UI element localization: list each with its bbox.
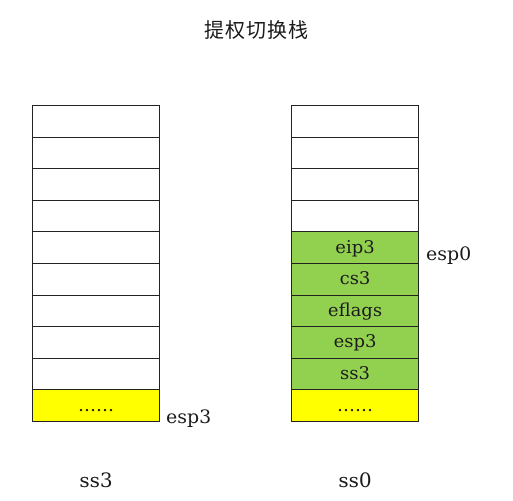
stack-slot: cs3 [291,262,419,296]
stack-slot: eip3 [291,231,419,264]
stack-slot: esp3 [291,326,419,359]
stack-slot-ellipsis: …… [32,389,160,422]
stack-slot-empty [32,262,160,296]
stack-slot: eflags [291,294,419,328]
stack-slot-empty [32,105,160,138]
stack-slot-empty [32,326,160,359]
stack-slot-empty [291,168,419,201]
stack-slot-ellipsis: …… [291,389,419,422]
diagram-title: 提权切换栈 [204,18,309,42]
stack-slot-empty [291,136,419,170]
stack-slot-empty [32,199,160,233]
left-stack-pointer-label: esp3 [166,406,212,428]
stack-slot-empty [32,136,160,170]
stack-slot-empty [291,199,419,233]
left-stack-label: ss3 [79,468,113,492]
stack-slot-empty [32,168,160,201]
right-stack-pointer-label: esp0 [426,243,472,265]
stack-slot-empty [32,231,160,264]
stack-slot-empty [291,105,419,138]
left-stack: …… [32,105,160,422]
right-stack-label: ss0 [338,468,372,492]
stack-slot: ss3 [291,357,419,391]
stack-slot-empty [32,357,160,391]
stack-slot-empty [32,294,160,328]
